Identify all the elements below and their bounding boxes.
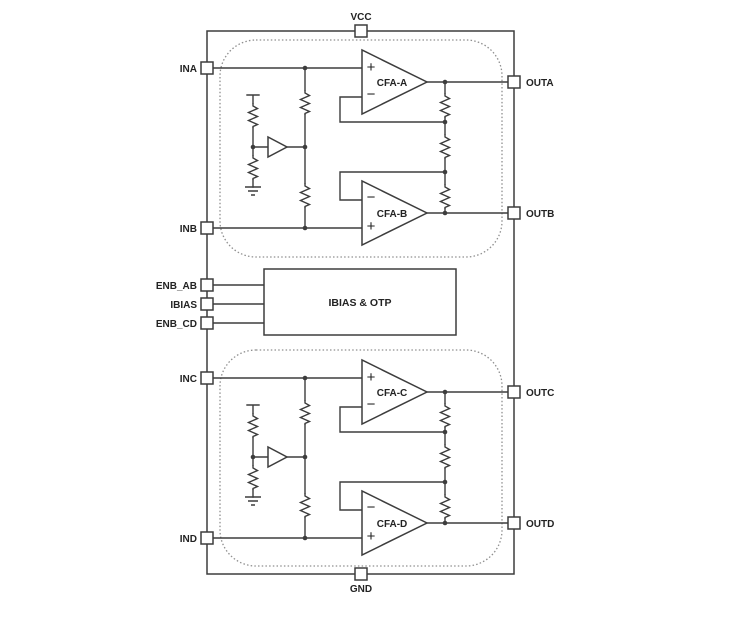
bias-divider-wire-ab (246, 94, 260, 188)
junction-dot (442, 479, 448, 485)
pins (200, 24, 521, 581)
pin-outa (507, 75, 521, 89)
cfa-b-minus: − (367, 189, 376, 206)
junction-dot (250, 454, 256, 460)
cfa-d-amp (361, 489, 429, 557)
cfa-a-plus: + (367, 59, 376, 76)
pin-label-outc: OUTC (526, 388, 554, 399)
feedback-d-wire (339, 481, 446, 511)
pin-ind (200, 531, 214, 545)
pin-label-gnd: GND (350, 584, 372, 595)
bias-divider-wire-cd (246, 404, 260, 498)
feedback-b-wire (339, 171, 446, 201)
pin-label-ina: INA (180, 64, 197, 75)
pin-enb-cd (200, 316, 214, 330)
junction-dot (302, 65, 308, 71)
cfa-a-label: CFA-A (377, 78, 408, 89)
junction-dot (442, 429, 448, 435)
cfa-c-plus: + (367, 369, 376, 386)
pin-inc (200, 371, 214, 385)
pin-label-ind: IND (180, 534, 197, 545)
pin-label-inb: INB (180, 224, 197, 235)
pin-vcc (354, 24, 368, 38)
feedback-c-wire (339, 406, 446, 433)
cfa-d-label: CFA-D (377, 519, 408, 530)
cfa-c-minus: − (367, 396, 376, 413)
junction-dot (302, 225, 308, 231)
cfa-b-label: CFA-B (377, 209, 408, 220)
pin-label-enb-cd: ENB_CD (156, 319, 197, 330)
pin-outc (507, 385, 521, 399)
cfa-a-amp (361, 48, 429, 116)
pin-label-enb-ab: ENB_AB (156, 281, 197, 292)
channel-ab-region-outline (219, 39, 503, 258)
cfa-b-plus: + (367, 218, 376, 235)
pin-label-inc: INC (180, 374, 197, 385)
ibias-otp-label: IBIAS & OTP (328, 297, 391, 309)
junction-dot (302, 375, 308, 381)
junction-dot (302, 144, 308, 150)
cfa-c-label: CFA-C (377, 388, 408, 399)
pin-label-outb: OUTB (526, 209, 554, 220)
junction-dot (442, 79, 448, 85)
pin-labels: VCC GND INA INB ENB_AB IBIAS ENB_CD INC … (156, 12, 554, 595)
pin-label-vcc: VCC (350, 12, 371, 23)
channel-cd: + − CFA-C − + CFA-D (206, 358, 515, 557)
cfa-a-minus: − (367, 86, 376, 103)
pin-enb-ab (200, 278, 214, 292)
cfa-b-amp (361, 179, 429, 247)
pin-label-outa: OUTA (526, 78, 554, 89)
cfa-c-amp (361, 358, 429, 426)
pin-ibias (200, 297, 214, 311)
pin-outd (507, 516, 521, 530)
cfa-d-minus: − (367, 499, 376, 516)
junction-dot (442, 520, 448, 526)
feedback-a-wire (339, 96, 446, 123)
junction-dot (442, 169, 448, 175)
pin-label-outd: OUTD (526, 519, 554, 530)
junction-dot (302, 454, 308, 460)
junction-dot (442, 389, 448, 395)
center-block: IBIAS & OTP (206, 268, 457, 336)
channel-ab: + − CFA-A − + CFA-B (206, 48, 515, 247)
cfa-d-plus: + (367, 528, 376, 545)
junction-dot (442, 119, 448, 125)
pin-gnd (354, 567, 368, 581)
junction-dot (302, 535, 308, 541)
channel-cd-region-outline (219, 349, 503, 567)
ibias-otp-block (263, 268, 457, 336)
pin-outb (507, 206, 521, 220)
pin-inb (200, 221, 214, 235)
junction-dot (250, 144, 256, 150)
pin-ina (200, 61, 214, 75)
pin-label-ibias: IBIAS (170, 300, 197, 311)
junction-dot (442, 210, 448, 216)
